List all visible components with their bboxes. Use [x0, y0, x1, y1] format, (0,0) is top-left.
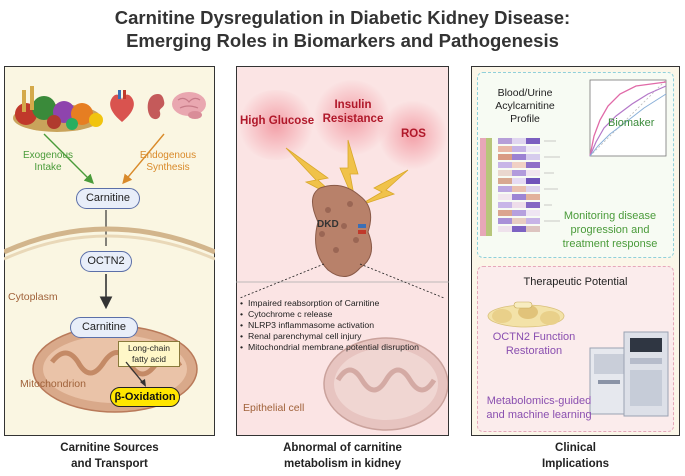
octn2-transporter: OCTN2: [80, 251, 132, 272]
mass-spectrometer-icon: [589, 331, 669, 417]
carnitine-top: Carnitine: [76, 188, 140, 209]
list-item: Cytochrome c release: [240, 309, 450, 320]
epithelial-cell-label: Epithelial cell: [243, 402, 305, 414]
list-item: Impaired reabsorption of Carnitine: [240, 298, 450, 309]
lightning-icon: [236, 139, 449, 299]
therapeutic-potential-label: Therapeutic Potential: [523, 276, 628, 288]
transport-arrows: [4, 133, 215, 310]
list-item: NLRP3 inflammasome activation: [240, 320, 450, 331]
list-item: Renal parenchymal cell injury: [240, 331, 450, 342]
glow-ros: [378, 100, 448, 170]
beta-oxidation-arrow: [125, 361, 146, 387]
ros-label: ROS: [401, 128, 426, 140]
heart-icon: [110, 90, 134, 122]
page-title-line1: Carnitine Dysregulation in Diabetic Kidn…: [114, 7, 571, 28]
kidney-icon: [147, 94, 165, 120]
page-title-line2: Emerging Roles in Biomarkers and Pathoge…: [126, 30, 559, 51]
pathology-list: Impaired reabsorption of Carnitine Cytoc…: [240, 298, 450, 353]
brain-icon: [172, 92, 206, 119]
glow-high-glucose: [236, 90, 316, 160]
roc-curve-icon: [589, 79, 667, 157]
list-item: Mitochondrial membrane potential disrupt…: [240, 342, 450, 353]
beta-oxidation-badge: β-Oxidation: [110, 387, 180, 407]
epithelial-mitochondrion-icon: [323, 337, 448, 431]
carnitine-bottom: Carnitine: [70, 317, 138, 338]
high-glucose-label: High Glucose: [240, 115, 315, 127]
mitochondrion-label: Mitochondrion: [20, 378, 86, 390]
cytoplasm-label: Cytoplasm: [8, 291, 58, 303]
protein-icon: [487, 301, 565, 328]
biomaker-label: Biomaker: [608, 117, 655, 129]
food-icon: [13, 86, 103, 132]
dkd-label: DKD: [317, 219, 339, 230]
heatmap-icon: [480, 138, 560, 236]
